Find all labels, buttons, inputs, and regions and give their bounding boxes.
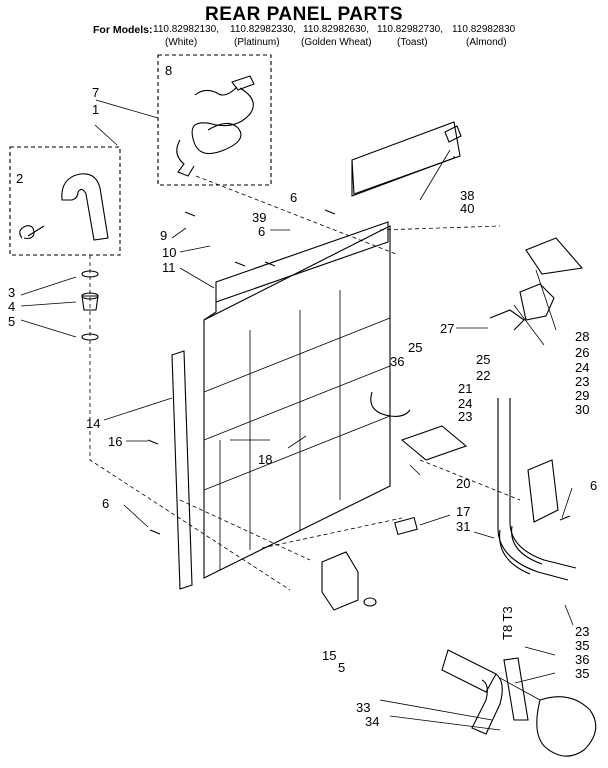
part-bracket <box>400 425 468 461</box>
lower-drain-hose <box>441 649 503 735</box>
callout-label: 25 <box>476 352 490 367</box>
callout-label: 29 <box>575 388 589 403</box>
callout-label: 7 <box>92 85 99 100</box>
rear-panel <box>203 225 391 579</box>
callout-label: 17 <box>456 504 470 519</box>
power-cord-plug <box>194 75 255 96</box>
callout-label: 9 <box>160 228 167 243</box>
model-color: (Platinum) <box>234 37 280 48</box>
page-title: REAR PANEL PARTS <box>204 4 404 25</box>
callout-label: 28 <box>575 329 589 344</box>
callout-label: 35 <box>575 666 589 681</box>
callout-label: 5 <box>8 314 15 329</box>
model-color: (Almond) <box>466 37 507 48</box>
callout-label: 6 <box>290 190 297 205</box>
model-number: 110.82982630, <box>303 24 369 35</box>
models-label: For Models: <box>93 24 153 36</box>
drain-hose-box <box>9 146 121 256</box>
callout-label: 15 <box>322 648 336 663</box>
model-color: (White) <box>165 37 198 48</box>
model-number: 110.82982730, <box>377 24 443 35</box>
callout-label: 6 <box>102 496 109 511</box>
model-number: 110.82982130, <box>153 24 219 35</box>
callout-label: 23 <box>575 624 589 639</box>
callout-label: 38 <box>460 188 474 203</box>
callout-label: 10 <box>162 245 176 260</box>
callout-label: 33 <box>356 700 370 715</box>
side-code: T8 T3 <box>500 606 515 640</box>
access-cover <box>351 121 461 195</box>
callout-label: 27 <box>440 321 454 336</box>
power-cord-coil <box>176 87 254 177</box>
callout-label: 36 <box>575 652 589 667</box>
callout-label: 11 <box>162 260 176 275</box>
pump-housing <box>536 696 597 757</box>
model-number: 110.82982830 <box>452 24 516 35</box>
callout-label: 34 <box>365 714 379 729</box>
callout-label: 3 <box>8 285 15 300</box>
hose-bracket <box>527 459 559 523</box>
model-number: 110.82982330, <box>230 24 296 35</box>
callout-label: 21 <box>458 381 472 396</box>
callout-label: 35 <box>575 638 589 653</box>
callout-label: 25 <box>408 340 422 355</box>
valve-bracket <box>525 237 584 275</box>
callout-label: 8 <box>165 63 172 78</box>
callout-label: 26 <box>575 345 589 360</box>
drain-hose <box>61 173 109 241</box>
power-cord-box <box>157 54 272 186</box>
callout-label: 39 <box>252 210 266 225</box>
callout-label: 31 <box>456 519 470 534</box>
callout-label: 2 <box>16 171 23 186</box>
callout-label: 4 <box>8 299 15 314</box>
callout-label: 40 <box>460 201 474 216</box>
drain-outlet <box>321 551 359 611</box>
callout-label: 24 <box>458 396 472 411</box>
callout-label: 30 <box>575 402 589 417</box>
hose-clip <box>19 225 45 240</box>
model-color: (Toast) <box>397 37 428 48</box>
callout-label: 22 <box>476 368 490 383</box>
callout-label: 6 <box>258 224 265 239</box>
inlet-hoses <box>497 398 577 581</box>
callout-label: 6 <box>590 478 597 493</box>
callout-label: 16 <box>108 434 122 449</box>
callout-label: 36 <box>390 354 404 369</box>
hose-section <box>503 657 529 721</box>
side-strip <box>171 350 193 590</box>
model-color: (Golden Wheat) <box>301 37 372 48</box>
callout-label: 5 <box>338 660 345 675</box>
water-valve <box>519 283 555 321</box>
callout-label: 20 <box>456 476 470 491</box>
callout-label: 24 <box>575 360 589 375</box>
callout-label: 1 <box>92 102 99 117</box>
callout-label: 18 <box>258 452 272 467</box>
callout-label: 23 <box>458 409 472 424</box>
callout-label: 23 <box>575 374 589 389</box>
callout-label: 14 <box>86 416 100 431</box>
